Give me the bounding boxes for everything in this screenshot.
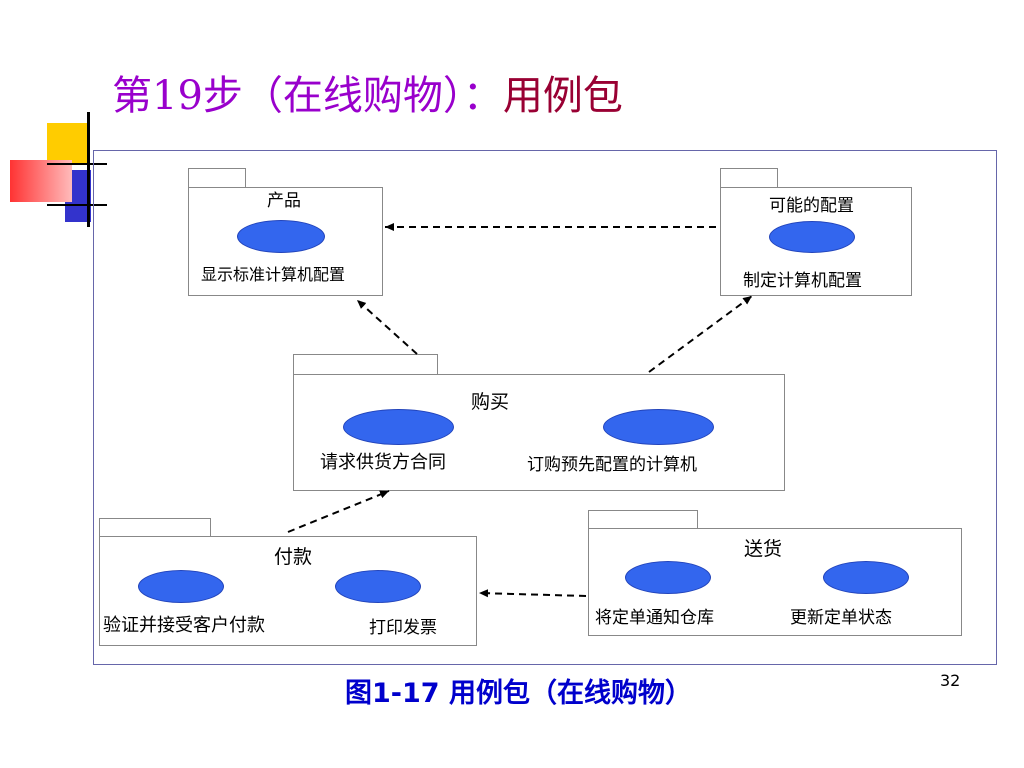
use-case-ellipse <box>138 570 224 603</box>
use-case-ellipse <box>237 220 325 253</box>
use-case-ellipse <box>603 409 714 445</box>
page-number: 32 <box>940 671 961 690</box>
use-case-ellipse <box>823 561 909 594</box>
decor-red-square <box>10 160 72 202</box>
package-payment-name: 付款 <box>274 546 313 568</box>
use-case-label: 验证并接受客户付款 <box>103 615 265 636</box>
decor-yellow-square <box>47 123 87 163</box>
decor-horizontal-line-bottom <box>47 204 107 206</box>
diagram-frame <box>93 150 997 665</box>
use-case-ellipse <box>625 561 711 594</box>
dependency-arrow <box>478 589 587 598</box>
title-part-1: 第19步（在线购物）： <box>112 73 503 119</box>
use-case-ellipse <box>769 221 855 253</box>
dependency-arrow <box>356 299 418 355</box>
package-payment: 付款 验证并接受客户付款 打印发票 <box>99 536 477 646</box>
use-case-label: 打印发票 <box>369 618 437 638</box>
decor-horizontal-line-top <box>47 163 107 165</box>
package-product-name: 产品 <box>267 191 301 211</box>
title-part-2: 用例包 <box>502 73 623 119</box>
figure-caption: 图1-17 用例包（在线购物） <box>345 678 692 709</box>
use-case-label: 制定计算机配置 <box>743 271 862 291</box>
use-case-label: 将定单通知仓库 <box>595 608 714 628</box>
package-purchase: 购买 请求供货方合同 订购预先配置的计算机 <box>293 374 785 491</box>
dependency-arrow <box>648 295 753 373</box>
use-case-label: 订购预先配置的计算机 <box>527 455 697 475</box>
use-case-label: 显示标准计算机配置 <box>201 265 346 284</box>
use-case-ellipse <box>335 570 421 603</box>
slide-title: 第19步（在线购物）：用例包 <box>112 66 623 126</box>
package-delivery-name: 送货 <box>744 538 783 560</box>
use-case-label: 更新定单状态 <box>790 608 892 628</box>
package-product: 产品 显示标准计算机配置 <box>188 187 383 296</box>
decor-vertical-line <box>87 112 90 227</box>
dependency-arrow <box>287 490 390 533</box>
package-delivery: 送货 将定单通知仓库 更新定单状态 <box>588 528 962 636</box>
package-purchase-name: 购买 <box>471 391 510 413</box>
use-case-ellipse <box>343 409 454 445</box>
package-possible-config-name: 可能的配置 <box>769 196 854 216</box>
use-case-label: 请求供货方合同 <box>320 452 446 473</box>
package-possible-config: 可能的配置 制定计算机配置 <box>720 187 912 296</box>
